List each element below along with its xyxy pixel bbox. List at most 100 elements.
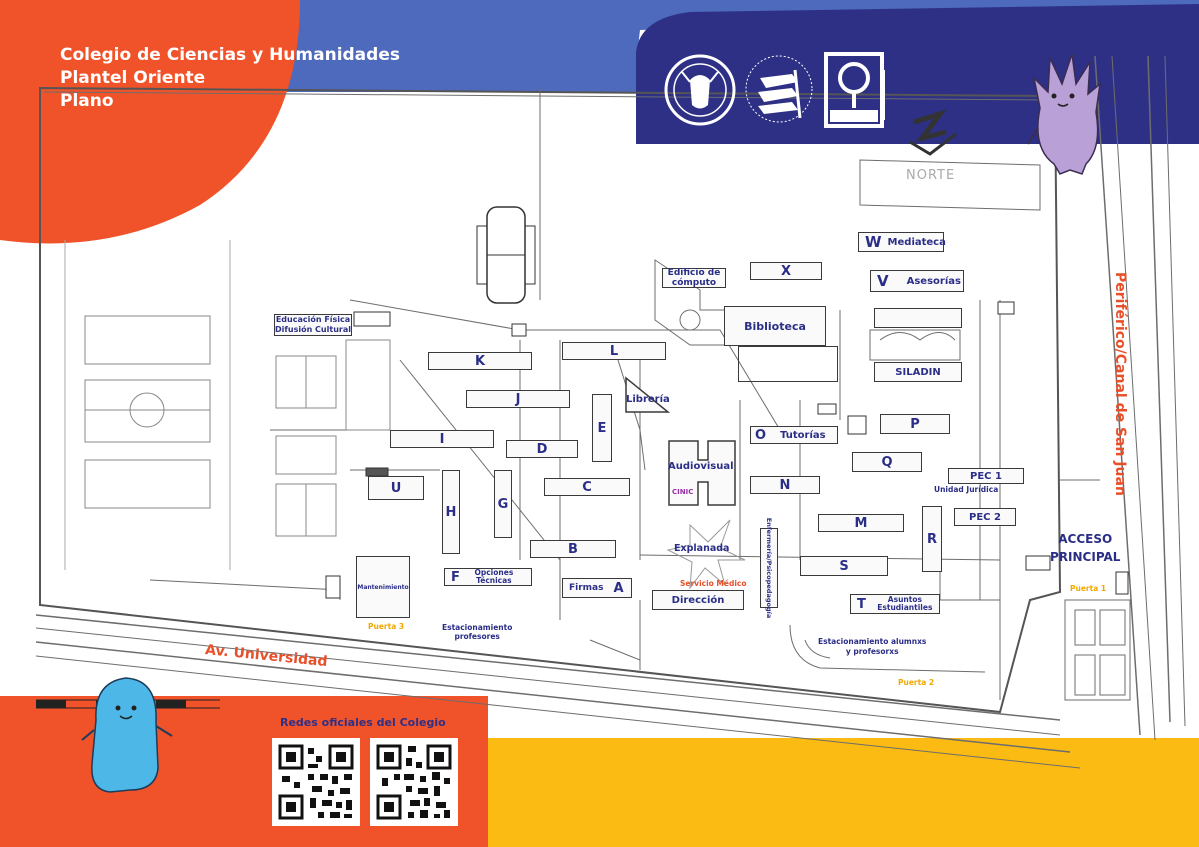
building-i-label: I	[439, 431, 445, 447]
building-pec1-label: PEC 1	[970, 470, 1002, 482]
building-n[interactable]: N	[750, 476, 820, 494]
building-audiovisual[interactable]	[666, 438, 738, 508]
building-u-label: U	[390, 480, 402, 496]
building-s[interactable]: S	[800, 556, 888, 576]
building-asesorias[interactable]: V Asesorías	[870, 270, 964, 292]
building-pec2[interactable]: PEC 2	[954, 508, 1016, 526]
building-siladin-label: SILADIN	[895, 366, 941, 378]
building-v-letter: V	[877, 272, 889, 290]
building-q-label: Q	[881, 454, 893, 470]
building-r[interactable]: R	[922, 506, 942, 572]
building-h[interactable]: H	[442, 470, 460, 554]
redes-oficiales-label: Redes oficiales del Colegio	[280, 716, 446, 729]
building-e-label: E	[597, 420, 607, 436]
building-pec1[interactable]: PEC 1	[948, 468, 1024, 484]
building-m-label: M	[854, 515, 868, 531]
page-title: Colegio de Ciencias y Humanidades Plante…	[60, 44, 400, 113]
unam-seal-icon	[664, 54, 736, 126]
building-l-label: L	[609, 343, 619, 359]
periferico-label: Periférico/Canal de San Juan	[1112, 272, 1128, 496]
servicio-medico-label: Servicio Médico	[680, 579, 747, 588]
building-s-label: S	[839, 558, 849, 574]
building-computo-label: Edificio de cómputo	[667, 268, 721, 288]
building-x[interactable]: X	[750, 262, 822, 280]
north-label: NORTE	[906, 168, 956, 183]
building-opciones-label: Opciones Técnicas	[474, 568, 514, 585]
building-k-label: K	[474, 353, 486, 369]
building-b[interactable]: B	[530, 540, 616, 558]
building-u[interactable]: U	[368, 476, 424, 500]
building-j[interactable]: J	[466, 390, 570, 408]
building-direccion[interactable]: Dirección	[652, 590, 744, 610]
building-j-label: J	[515, 391, 521, 407]
building-x-label: X	[780, 263, 792, 279]
building-libreria[interactable]	[620, 374, 672, 418]
building-q[interactable]: Q	[852, 452, 922, 472]
building-mediateca[interactable]: W Mediateca	[858, 232, 946, 252]
building-g[interactable]: G	[494, 470, 512, 538]
building-p[interactable]: P	[880, 414, 950, 434]
acceso-principal-label: ACCESO PRINCIPAL	[1050, 530, 1120, 566]
qr-code-icon	[278, 744, 354, 820]
building-libreria-label: Librería	[626, 394, 670, 405]
bottom-yellow-band	[488, 738, 1199, 847]
building-mantenimiento-label: Mantenimiento	[357, 583, 409, 591]
building-b-label: B	[568, 541, 578, 557]
title-line-1: Colegio de Ciencias y Humanidades	[60, 45, 400, 65]
building-o-letter: O	[755, 427, 767, 443]
building-i[interactable]: I	[390, 430, 494, 448]
building-mantenimiento[interactable]: Mantenimiento	[356, 556, 410, 618]
cch-logo-icon	[745, 55, 813, 123]
building-h-label: H	[445, 504, 457, 520]
building-firmas[interactable]: Firmas A	[562, 578, 632, 598]
estacionamiento-alumnos-label: Estacionamiento alumnxs y profesorxs	[818, 637, 926, 657]
building-t[interactable]: T Asuntos Estudiantiles	[850, 594, 940, 614]
building-enfermeria-label: Enfermería/Psicopedagogía	[765, 517, 773, 619]
building-f-letter: F	[451, 569, 460, 585]
building-e[interactable]: E	[592, 394, 612, 462]
biblioteca-annex	[738, 346, 838, 382]
building-enfermeria[interactable]: Enfermería/Psicopedagogía	[760, 518, 778, 618]
building-educacion-fisica[interactable]: Educación Física Difusión Cultural	[274, 314, 352, 336]
cch-oriente-logo-icon	[824, 52, 885, 128]
building-audiovisual-label: Audiovisual	[668, 461, 734, 472]
building-o[interactable]: O Tutorías	[750, 426, 838, 444]
cinic-label: CINIC	[672, 488, 694, 496]
qr-code-icon	[376, 744, 452, 820]
building-firmas-label: Firmas	[569, 583, 604, 593]
building-l[interactable]: L	[562, 342, 666, 360]
building-tutorias-label: Tutorías	[780, 429, 826, 441]
building-m[interactable]: M	[818, 514, 904, 532]
building-siladin[interactable]: SILADIN	[874, 362, 962, 382]
building-mediateca-label: Mediateca	[887, 236, 946, 248]
qr-code-2[interactable]	[370, 738, 458, 826]
building-computo[interactable]: Edificio de cómputo	[662, 268, 726, 288]
building-r-label: R	[926, 531, 937, 547]
acceso-line-1: ACCESO	[1058, 532, 1113, 546]
building-d[interactable]: D	[506, 440, 578, 458]
building-c-label: C	[582, 479, 592, 495]
title-line-3: Plano	[60, 91, 114, 111]
qr-code-1[interactable]	[272, 738, 360, 826]
building-k[interactable]: K	[428, 352, 532, 370]
purple-mascot-icon	[1027, 53, 1102, 175]
puerta-1-label: Puerta 1	[1070, 584, 1107, 593]
building-v-annex	[874, 308, 962, 328]
cyan-mascot-icon	[81, 677, 173, 793]
building-d-label: D	[536, 441, 548, 457]
building-w-letter: W	[865, 233, 882, 251]
est-alumnos-line-2: y profesorxs	[845, 647, 899, 656]
building-a-letter: A	[613, 580, 624, 596]
explanada-label: Explanada	[674, 543, 730, 554]
building-t-letter: T	[857, 596, 866, 612]
building-f[interactable]: F Opciones Técnicas	[444, 568, 532, 586]
building-asuntos-label: Asuntos Estudiantiles	[877, 595, 933, 612]
building-biblioteca-label: Biblioteca	[744, 319, 806, 333]
building-biblioteca[interactable]: Biblioteca	[724, 306, 826, 346]
est-profesores-line-2: profesores	[454, 632, 500, 641]
building-asesorias-label: Asesorías	[906, 275, 961, 287]
building-c[interactable]: C	[544, 478, 630, 496]
building-pec2-label: PEC 2	[969, 511, 1001, 523]
building-g-label: G	[497, 496, 509, 512]
